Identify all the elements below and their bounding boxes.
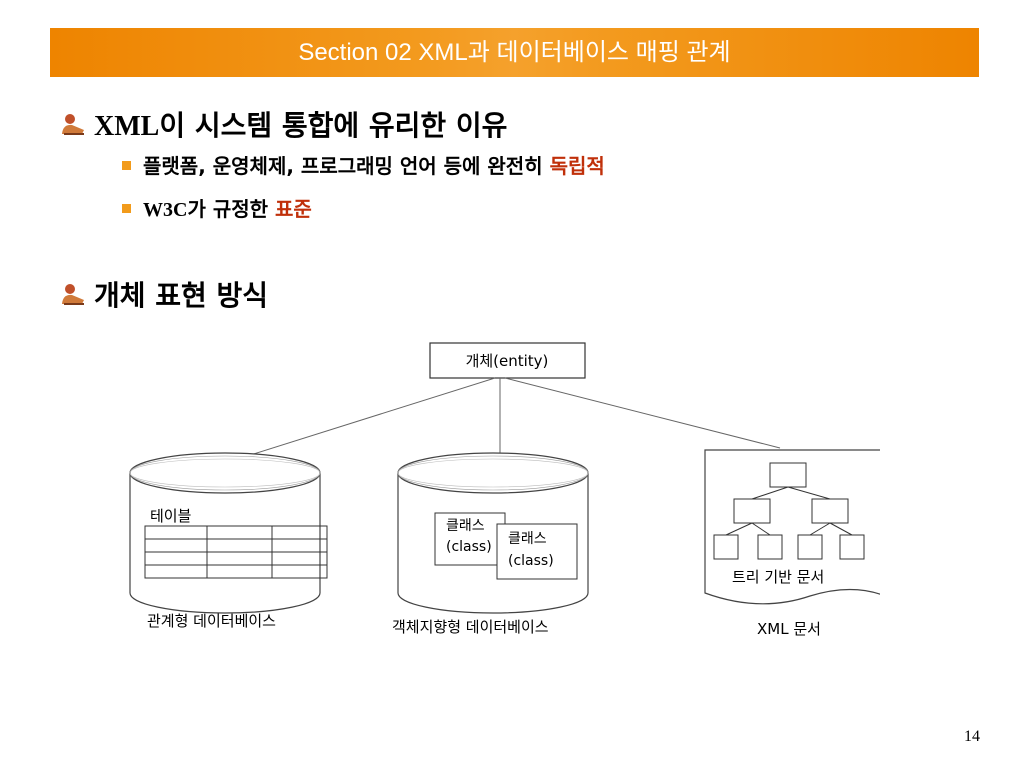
xml-document-shape bbox=[704, 449, 880, 605]
entity-mapping-diagram: 개체(entity) 테이블 관계형 데이터베이스 클래스 (class) 클래… bbox=[129, 342, 880, 638]
class-label: 클래스 bbox=[508, 531, 547, 547]
class-sub-label: (class) bbox=[446, 539, 492, 555]
relational-db-cylinder bbox=[129, 452, 321, 614]
person-icon bbox=[62, 284, 84, 305]
square-bullet-icon bbox=[122, 204, 131, 213]
header-bar: Section 02 XML과 데이터베이스 매핑 관계 bbox=[50, 28, 979, 77]
table-grid bbox=[144, 525, 328, 579]
connector-line bbox=[224, 377, 496, 464]
bullet-xml-advantages: XML이 시스템 통합에 유리한 이유 bbox=[60, 104, 507, 144]
tree-doc-label: 트리 기반 문서 bbox=[732, 568, 824, 586]
square-bullet-icon bbox=[122, 161, 131, 170]
xml-doc-caption: XML 문서 bbox=[757, 620, 821, 638]
entity-label: 개체(entity) bbox=[466, 352, 549, 370]
connector-line bbox=[504, 377, 781, 449]
page-number: 14 bbox=[964, 728, 980, 745]
bullet-en-prefix: XML bbox=[94, 111, 160, 142]
class-box-front bbox=[496, 523, 578, 580]
table-label: 테이블 bbox=[150, 507, 191, 525]
sub-bullet-independent: 플랫폼, 운영체제, 프로그래밍 언어 등에 완전히 독립적 bbox=[122, 150, 605, 179]
sub-bullet-en-prefix: W3C bbox=[143, 199, 188, 221]
highlight-text: 표준 bbox=[274, 197, 312, 221]
sub-bullet-standard: W3C가 규정한 표준 bbox=[122, 193, 312, 222]
highlight-text: 독립적 bbox=[549, 154, 605, 178]
object-db-caption: 객체지향형 데이터베이스 bbox=[392, 618, 549, 636]
person-icon bbox=[62, 114, 84, 135]
class-label: 클래스 bbox=[446, 518, 485, 534]
tree-diagram bbox=[713, 462, 865, 560]
slide-title: Section 02 XML과 데이터베이스 매핑 관계 bbox=[298, 39, 731, 66]
sub-bullet-text: 가 규정한 bbox=[187, 197, 275, 221]
relational-db-caption: 관계형 데이터베이스 bbox=[147, 612, 276, 630]
entity-box bbox=[429, 342, 586, 379]
class-sub-label: (class) bbox=[508, 553, 554, 569]
bullet-text: 개체 표현 방식 bbox=[94, 279, 269, 312]
sub-bullet-text: 플랫폼, 운영체제, 프로그래밍 언어 등에 완전히 bbox=[143, 154, 550, 178]
bullet-entity-representation: 개체 표현 방식 bbox=[60, 274, 268, 314]
bullet-text: 이 시스템 통합에 유리한 이유 bbox=[159, 109, 508, 142]
class-box-back bbox=[434, 512, 506, 566]
